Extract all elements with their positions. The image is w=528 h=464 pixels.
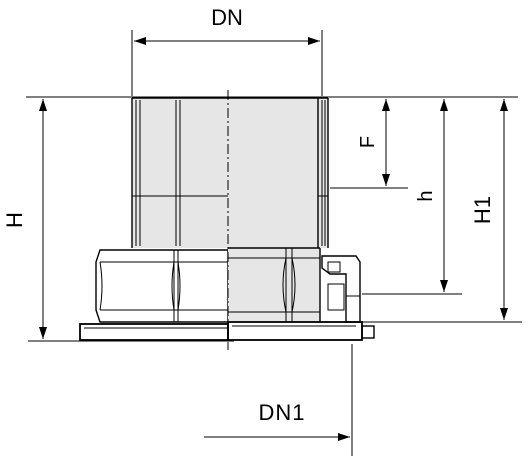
label-h-total: H bbox=[2, 212, 27, 228]
label-h-small: h bbox=[415, 190, 437, 201]
label-h1: H1 bbox=[470, 196, 495, 224]
fitting-body bbox=[79, 97, 229, 341]
label-f: F bbox=[357, 136, 379, 148]
label-dn1: DN1 bbox=[258, 400, 305, 425]
dimension-h1 bbox=[500, 99, 508, 320]
dimension-h-small bbox=[440, 99, 448, 292]
fitting-section bbox=[227, 97, 375, 341]
dimension-h-total bbox=[39, 99, 47, 339]
dimension-dn1 bbox=[204, 433, 350, 441]
dimension-f bbox=[382, 99, 390, 186]
label-dn: DN bbox=[211, 5, 243, 30]
extension-lines bbox=[26, 30, 522, 456]
dimension-dn bbox=[134, 37, 320, 45]
